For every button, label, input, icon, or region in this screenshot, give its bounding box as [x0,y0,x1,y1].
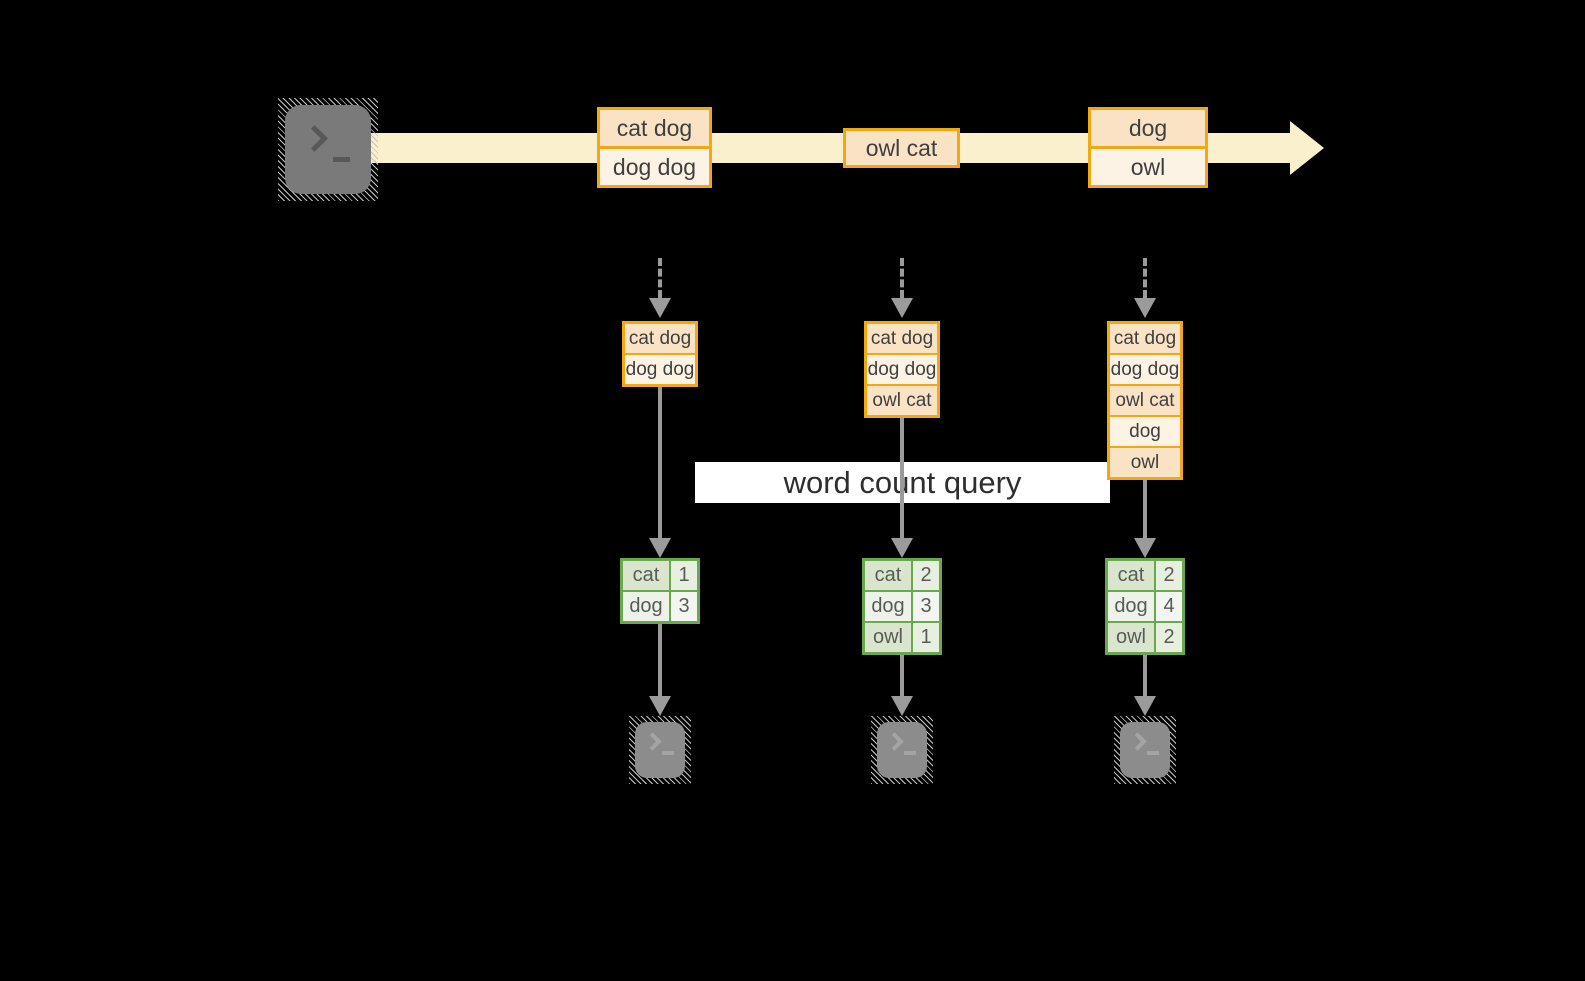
connector-line [658,387,662,540]
down-arrowhead-icon [649,696,671,716]
prompt-chevron-icon [643,732,662,751]
word-cell: cat [1108,561,1156,590]
event-line: cat dog [600,110,709,146]
terminal-body [877,722,927,778]
prompt-underscore-icon [333,157,350,162]
event-line: dog [1091,110,1205,146]
table-row: cat 2 [865,561,939,590]
word-cell: owl [865,623,913,652]
table-row: owl 1 [865,621,939,652]
table-row: dog 4 [1108,590,1182,621]
count-table-2: cat 2 dog 3 owl 1 [862,558,942,655]
terminal-body [1120,722,1170,778]
prompt-underscore-icon [1147,751,1159,755]
buffer-line: dog dog [867,353,937,384]
sink-terminal-icon [629,716,691,784]
buffer-line: cat dog [625,324,695,353]
word-cell: dog [1108,592,1156,621]
count-cell: 2 [913,561,939,590]
connector-line [1143,480,1147,540]
stream-event-2: owl cat [843,128,960,168]
buffer-stack-2: cat dog dog dog owl cat [864,321,940,418]
sink-terminal-icon [871,716,933,784]
table-row: cat 2 [1108,561,1182,590]
down-arrowhead-icon [891,696,913,716]
event-line: dog dog [600,146,709,185]
down-arrowhead-icon [1134,538,1156,558]
stream-event-1: cat dog dog dog [597,107,712,188]
word-cell: cat [865,561,913,590]
count-cell: 2 [1156,623,1182,652]
buffer-line: dog dog [1110,353,1180,384]
count-table-3: cat 2 dog 4 owl 2 [1105,558,1185,655]
event-line: owl [1091,146,1205,185]
down-arrowhead-icon [1134,696,1156,716]
down-arrowhead-icon [1134,298,1156,318]
buffer-stack-1: cat dog dog dog [622,321,698,387]
word-cell: owl [1108,623,1156,652]
table-row: owl 2 [1108,621,1182,652]
buffer-line: owl [1110,446,1180,477]
stream-event-3: dog owl [1088,107,1208,188]
count-cell: 1 [671,561,697,590]
table-row: dog 3 [623,590,697,621]
sink-terminal-icon [1114,716,1176,784]
connector-line [900,655,904,698]
count-table-1: cat 1 dog 3 [620,558,700,624]
prompt-chevron-icon [1128,732,1147,751]
prompt-chevron-icon [885,732,904,751]
count-cell: 4 [1156,592,1182,621]
count-cell: 3 [671,592,697,621]
dashed-down-arrow [900,258,904,298]
dashed-down-arrow [658,258,662,298]
buffer-line: dog [1110,415,1180,446]
buffer-line: owl cat [867,384,937,415]
buffer-line: owl cat [1110,384,1180,415]
prompt-underscore-icon [904,751,916,755]
source-terminal-icon [278,98,378,201]
down-arrowhead-icon [649,538,671,558]
word-cell: cat [623,561,671,590]
word-cell: dog [865,592,913,621]
stream-arrowhead-icon [1290,121,1324,175]
table-row: cat 1 [623,561,697,590]
count-cell: 3 [913,592,939,621]
table-row: dog 3 [865,590,939,621]
down-arrowhead-icon [891,298,913,318]
buffer-line: dog dog [625,353,695,384]
prompt-underscore-icon [662,751,674,755]
terminal-body [285,105,371,194]
count-cell: 2 [1156,561,1182,590]
buffer-stack-3: cat dog dog dog owl cat dog owl [1107,321,1183,480]
buffer-line: cat dog [867,324,937,353]
connector-line [658,624,662,698]
down-arrowhead-icon [649,298,671,318]
count-cell: 1 [913,623,939,652]
terminal-body [635,722,685,778]
dashed-down-arrow [1143,258,1147,298]
word-cell: dog [623,592,671,621]
buffer-line: cat dog [1110,324,1180,353]
event-line: owl cat [846,131,957,165]
prompt-chevron-icon [301,125,328,152]
down-arrowhead-icon [891,538,913,558]
connector-line [900,418,904,540]
connector-line [1143,655,1147,698]
